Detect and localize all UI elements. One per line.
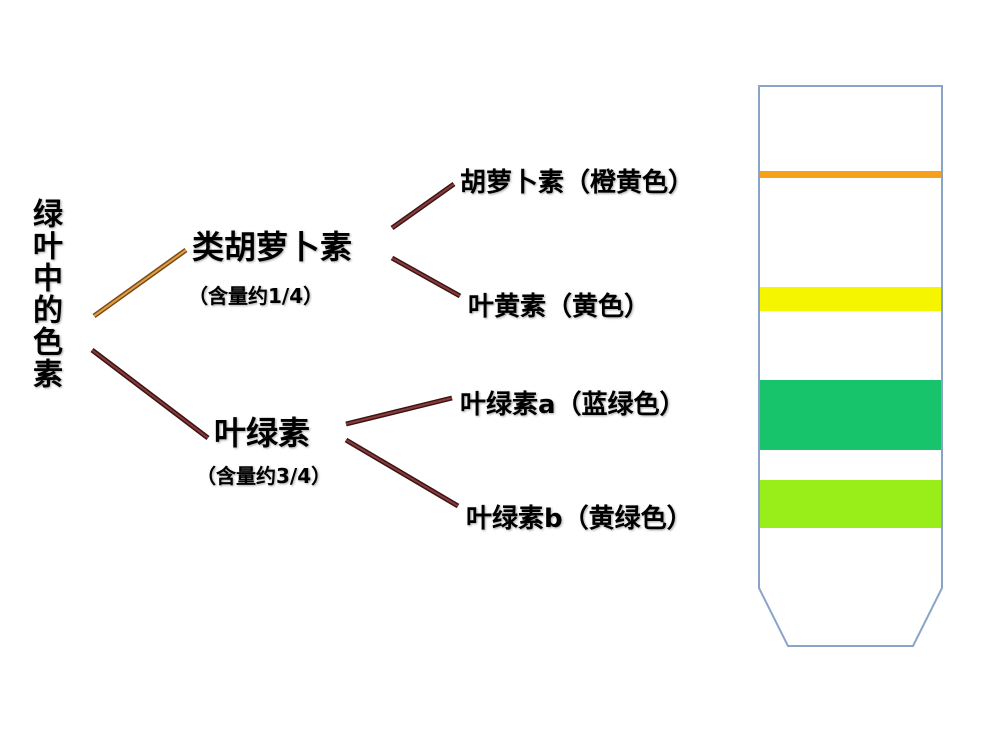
strip-outline bbox=[758, 85, 943, 647]
xanthophyll-label: 叶黄素（黄色） bbox=[468, 292, 651, 322]
chlorophyll-label: 叶绿素 bbox=[214, 414, 311, 452]
connector-carotenoids-xanthophyll-highlight bbox=[391, 257, 461, 297]
chlorophyll-content-label: （含量约3/4） bbox=[196, 464, 332, 488]
connector-chlorophyll-b-highlight bbox=[345, 439, 459, 507]
band-chlorophyll-b bbox=[759, 480, 942, 528]
carotene-label: 胡萝卜素（橙黄色） bbox=[460, 168, 695, 198]
chlorophyll-a-label: 叶绿素a（蓝绿色） bbox=[460, 390, 686, 420]
root-label: 绿叶中的色素 bbox=[27, 198, 62, 390]
carotenoids-label: 类胡萝卜素 bbox=[192, 228, 353, 266]
carotenoids-content-label: （含量约1/4） bbox=[188, 284, 324, 308]
connector-root-carotenoids-highlight bbox=[93, 249, 187, 317]
band-xanthophyll bbox=[759, 287, 942, 311]
connector-chlorophyll-a-highlight bbox=[345, 397, 453, 425]
chlorophyll-b-label: 叶绿素b（黄绿色） bbox=[466, 504, 693, 534]
band-carotene bbox=[759, 171, 942, 178]
band-chlorophyll-a bbox=[759, 380, 942, 450]
chromatography-strip bbox=[758, 85, 943, 647]
connector-root-chlorophyll-highlight bbox=[91, 349, 209, 439]
connector-carotenoids-carotene-highlight bbox=[391, 183, 455, 229]
